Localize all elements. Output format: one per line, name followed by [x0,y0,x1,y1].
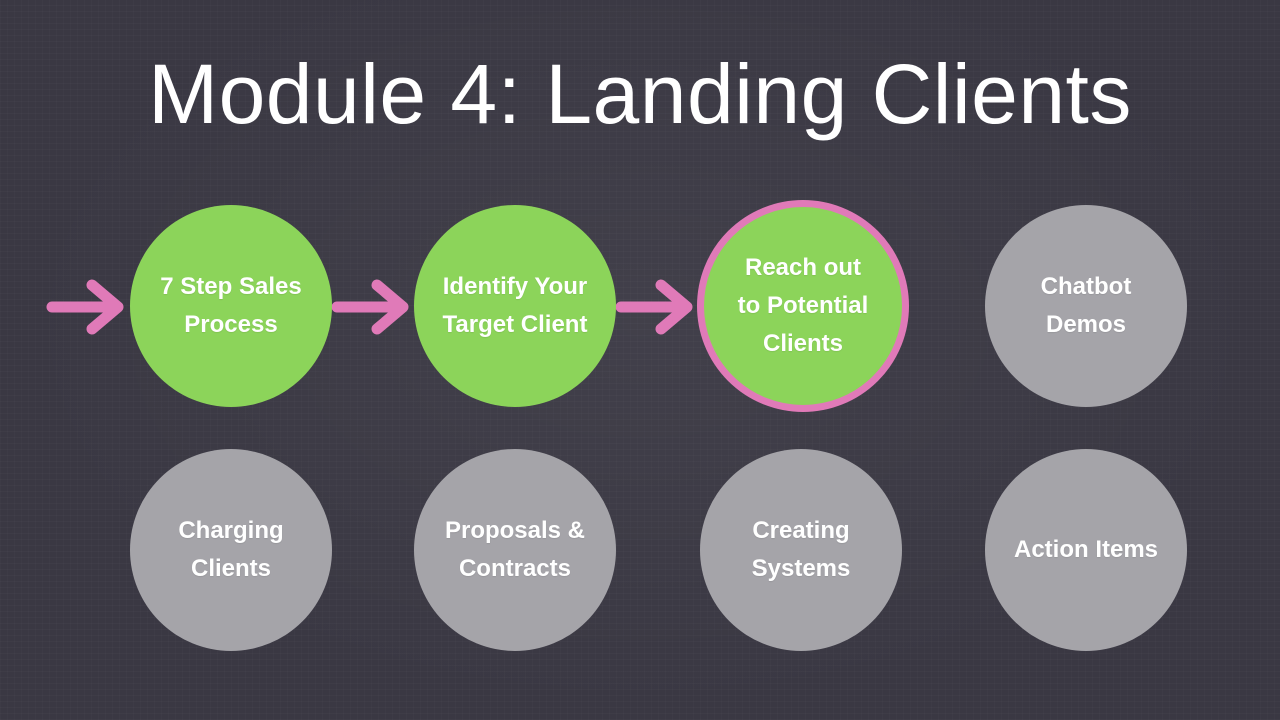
step-label: Charging Clients [178,517,284,582]
arrow-right-icon [46,279,124,335]
step-label: Action Items [1013,536,1159,563]
arrow-right-icon [615,279,693,335]
step-sales-process[interactable]: 7 Step Sales Process [130,205,332,407]
step-proposals-contracts[interactable]: Proposals & Contracts [414,449,616,651]
step-charging-clients[interactable]: Charging Clients [130,449,332,651]
arrow-right-icon [331,279,409,335]
step-label: Chatbot Demos [1040,273,1132,338]
step-chatbot-demos[interactable]: Chatbot Demos [985,205,1187,407]
step-label: Reach out to Potential Clients [737,254,869,357]
slide-title: Module 4: Landing Clients [148,47,1132,141]
step-label: Identify Your Target Client [442,273,588,338]
step-reach-out[interactable]: Reach out to Potential Clients [697,200,909,412]
step-creating-systems[interactable]: Creating Systems [700,449,902,651]
step-label: Proposals & Contracts [444,517,586,582]
step-label: Creating Systems [751,517,851,582]
step-action-items[interactable]: Action Items [985,449,1187,651]
step-label: 7 Step Sales Process [160,273,302,338]
step-identify-target-client[interactable]: Identify Your Target Client [414,205,616,407]
